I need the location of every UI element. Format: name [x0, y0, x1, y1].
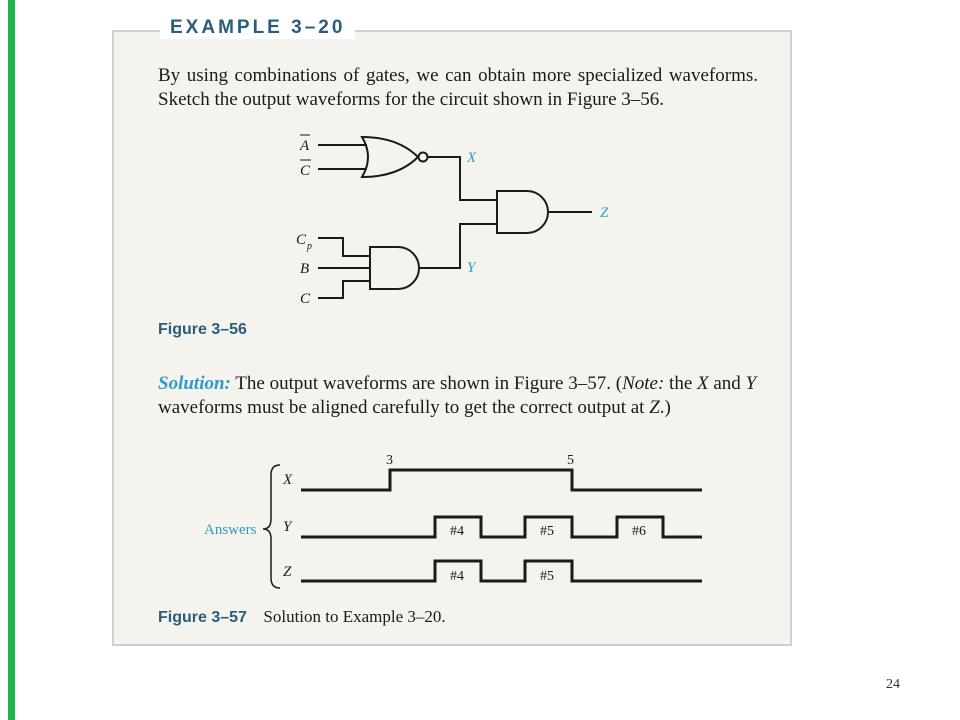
row-label-x: X: [282, 472, 293, 488]
solution-text-1: The output waveforms are shown in Figure…: [230, 373, 623, 394]
label-a: A: [299, 138, 310, 154]
waveform-z: [301, 559, 702, 583]
wire-cp: [318, 237, 370, 257]
nor-bubble: [417, 151, 429, 163]
marker-3: 3: [386, 453, 393, 468]
green-side-bar: [8, 0, 15, 720]
figure-56-caption: Figure 3–56: [158, 321, 247, 338]
solution-text-4: waveforms must be aligned carefully to g…: [158, 397, 650, 418]
solution-paragraph: Solution: The output waveforms are shown…: [158, 372, 763, 420]
label-c-top: C: [300, 163, 311, 179]
pulse-label-y-5: #5: [540, 524, 554, 539]
label-x: X: [466, 150, 477, 166]
and-gate-output: [496, 190, 549, 234]
solution-note: Note:: [622, 373, 665, 394]
figure-57-caption: Figure 3–57 Solution to Example 3–20.: [158, 607, 446, 627]
label-c-bottom: C: [300, 291, 311, 307]
answers-label: Answers: [204, 522, 257, 538]
problem-statement: By using combinations of gates, we can o…: [158, 65, 758, 110]
solution-y: Y: [745, 373, 757, 394]
pulse-label-z-4: #4: [450, 569, 464, 584]
label-z: Z: [600, 205, 609, 221]
label-cp: C: [296, 232, 307, 248]
waveform-y: [301, 515, 702, 539]
wire-y: [419, 223, 497, 269]
label-y: Y: [467, 260, 477, 276]
solution-x: X: [697, 373, 709, 394]
and-gate-input: [369, 246, 420, 290]
page-number: 24: [886, 677, 900, 692]
marker-5: 5: [567, 453, 574, 468]
nor-gate: [360, 135, 420, 179]
row-label-y: Y: [283, 519, 293, 535]
pulse-label-z-5: #5: [540, 569, 554, 584]
figure-57-label: Figure 3–57: [158, 609, 247, 626]
pulse-label-y-6: #6: [632, 524, 646, 539]
solution-text-2: the: [664, 373, 698, 394]
label-cp-sub: p: [306, 241, 312, 252]
example-heading: EXAMPLE 3–20: [160, 17, 356, 39]
solution-z: Z: [649, 397, 660, 418]
figure-57-text: Solution to Example 3–20.: [263, 607, 446, 626]
solution-lead: Solution:: [158, 373, 231, 394]
solution-text-5: .): [659, 397, 671, 418]
wire-c: [318, 280, 370, 299]
pulse-label-y-4: #4: [450, 524, 464, 539]
solution-text-3: and: [708, 373, 746, 394]
answers-brace: [262, 464, 281, 589]
label-b: B: [300, 261, 309, 277]
row-label-z: Z: [283, 564, 292, 580]
example-panel: [112, 30, 792, 646]
waveform-x: [301, 468, 702, 492]
wire-x: [428, 156, 497, 201]
